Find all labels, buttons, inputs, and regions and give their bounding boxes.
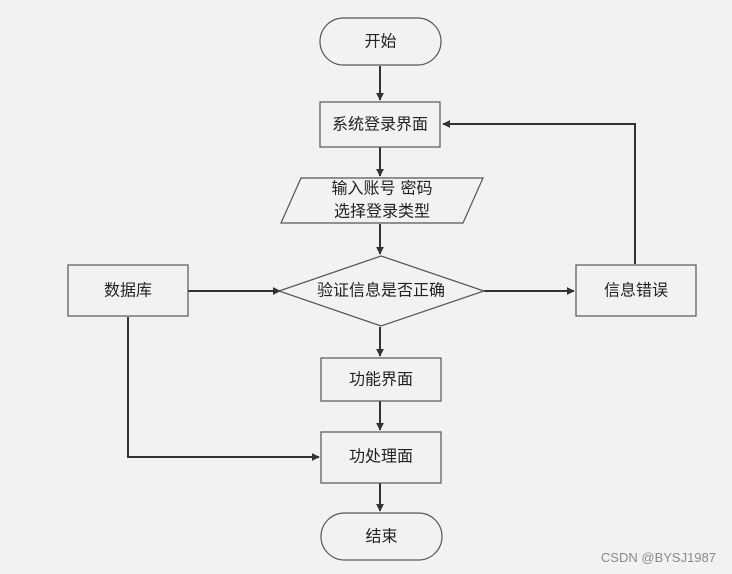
function-screen-label: 功能界面 [349, 370, 413, 389]
process-screen-label: 功处理面 [349, 447, 413, 466]
function-screen-node: 功能界面 [320, 357, 442, 402]
login-screen-node: 系统登录界面 [319, 101, 441, 148]
error-node: 信息错误 [575, 264, 697, 317]
start-label: 开始 [364, 32, 396, 51]
start-node: 开始 [319, 17, 442, 66]
database-label: 数据库 [104, 281, 152, 300]
input-label-line1: 输入账号 密码 [331, 179, 432, 198]
input-label-line2: 选择登录类型 [334, 202, 430, 221]
end-label: 结束 [365, 527, 397, 546]
error-label: 信息错误 [604, 281, 668, 300]
process-screen-node: 功处理面 [320, 431, 442, 484]
verify-label: 验证信息是否正确 [317, 281, 445, 300]
end-node: 结束 [320, 512, 443, 561]
database-node: 数据库 [67, 264, 189, 317]
verify-decision-node: 验证信息是否正确 [277, 255, 486, 327]
input-node: 输入账号 密码 选择登录类型 [280, 177, 484, 224]
watermark: CSDN @BYSJ1987 [600, 550, 716, 565]
connector-database-to-process [127, 317, 320, 461]
connector-error-to-login [442, 120, 636, 264]
login-screen-label: 系统登录界面 [332, 115, 428, 134]
